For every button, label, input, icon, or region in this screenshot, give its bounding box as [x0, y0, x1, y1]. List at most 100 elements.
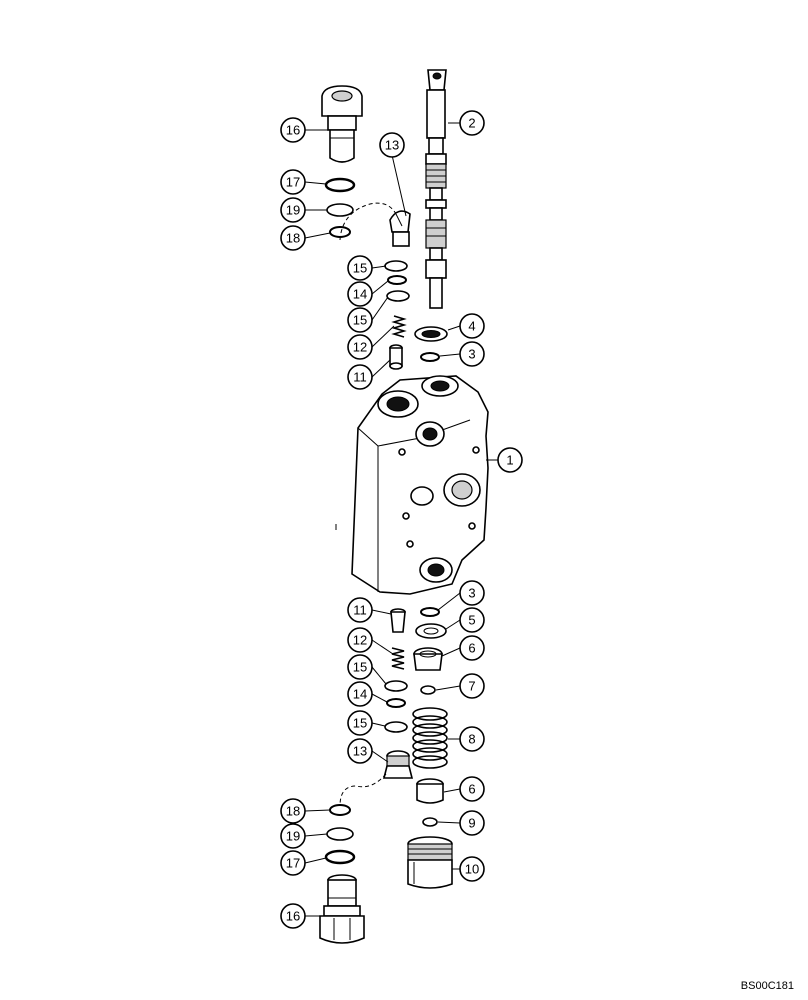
- spring-seat-part-6-lower: [416, 778, 444, 804]
- callout-14-lower: 14: [347, 681, 373, 707]
- callout-18-upper: 18: [280, 225, 306, 251]
- ring-part-15-d: [384, 721, 408, 733]
- callout-label: 19: [286, 203, 300, 218]
- callout-label: 19: [286, 829, 300, 844]
- callout-15-lower-a: 15: [347, 654, 373, 680]
- valve-body-part-1: [351, 375, 489, 595]
- callout-19-upper: 19: [280, 197, 306, 223]
- callout-8: 8: [459, 726, 485, 752]
- callout-4: 4: [459, 313, 485, 339]
- dashed-path-lower: [339, 773, 387, 807]
- callout-18-lower: 18: [280, 798, 306, 824]
- callout-15-upper-a: 15: [347, 255, 373, 281]
- drawing-code: BS00C181: [740, 980, 794, 992]
- callout-label: 14: [353, 287, 367, 302]
- callout-9: 9: [459, 810, 485, 836]
- callout-label: 15: [353, 313, 367, 328]
- callout-6-upper: 6: [459, 635, 485, 661]
- callout-15-lower-b: 15: [347, 710, 373, 736]
- callout-15-upper-b: 15: [347, 307, 373, 333]
- callout-14-upper: 14: [347, 281, 373, 307]
- backup-ring-part-19-upper: [326, 203, 354, 217]
- callout-label: 14: [353, 687, 367, 702]
- ring-part-15-b: [386, 290, 410, 302]
- callout-3-upper: 3: [459, 341, 485, 367]
- callout-label: 15: [353, 660, 367, 675]
- callout-label: 17: [286, 856, 300, 871]
- washer-part-9: [422, 817, 438, 827]
- callout-label: 18: [286, 231, 300, 246]
- ring-part-15-a: [384, 260, 408, 272]
- callout-12-upper: 12: [347, 334, 373, 360]
- callout-16-upper: 16: [280, 117, 306, 143]
- callout-label: 11: [353, 370, 367, 385]
- cap-part-10: [407, 836, 453, 889]
- callout-label: 2: [468, 116, 475, 131]
- o-ring-part-17-upper: [324, 177, 356, 193]
- callout-label: 9: [468, 816, 475, 831]
- callout-label: 5: [468, 613, 475, 628]
- callout-label: 18: [286, 804, 300, 819]
- callout-13-lower: 13: [347, 738, 373, 764]
- poppet-part-11-lower: [390, 608, 406, 633]
- callout-label: 8: [468, 732, 475, 747]
- callout-label: 7: [468, 679, 475, 694]
- o-ring-part-17-lower: [324, 849, 356, 865]
- callout-1: 1: [497, 447, 523, 473]
- callout-label: 4: [468, 319, 475, 334]
- callout-5: 5: [459, 607, 485, 633]
- callout-2: 2: [459, 110, 485, 136]
- ring-part-14-b: [386, 698, 406, 708]
- callout-label: 17: [286, 175, 300, 190]
- callout-label: 16: [286, 123, 300, 138]
- spring-part-12-upper: [391, 315, 407, 338]
- callout-11-lower: 11: [347, 597, 373, 623]
- spring-part-12-lower: [391, 647, 405, 670]
- washer-part-5: [415, 623, 447, 639]
- callout-7: 7: [459, 673, 485, 699]
- plug-part-16-lower: [319, 874, 365, 944]
- callout-label: 12: [353, 633, 367, 648]
- callout-label: 3: [468, 586, 475, 601]
- relief-cartridge-part-13-upper: [389, 210, 411, 247]
- callout-label: 15: [353, 716, 367, 731]
- callout-3-lower: 3: [459, 580, 485, 606]
- callout-label: 13: [385, 138, 399, 153]
- o-ring-part-18-upper: [329, 226, 351, 238]
- callout-label: 10: [465, 862, 479, 877]
- seal-part-4: [414, 326, 448, 342]
- callout-11-upper: 11: [347, 364, 373, 390]
- retainer-part-7: [420, 685, 436, 695]
- callout-16-lower: 16: [280, 903, 306, 929]
- ring-part-15-c: [384, 680, 408, 692]
- callout-13-upper: 13: [379, 132, 405, 158]
- o-ring-part-3-lower: [420, 607, 440, 617]
- callout-label: 1: [506, 453, 513, 468]
- callout-10: 10: [459, 856, 485, 882]
- ring-part-14-a: [387, 275, 407, 285]
- centering-spring-part-8: [412, 707, 448, 769]
- dashed-path-upper: [339, 202, 397, 241]
- callout-19-lower: 19: [280, 823, 306, 849]
- plug-part-16-upper: [321, 85, 363, 163]
- poppet-part-11-upper: [389, 344, 403, 370]
- callout-label: 13: [353, 744, 367, 759]
- callout-6-lower: 6: [459, 776, 485, 802]
- o-ring-part-3-upper: [420, 352, 440, 362]
- callout-12-lower: 12: [347, 627, 373, 653]
- callout-label: 12: [353, 340, 367, 355]
- callout-label: 3: [468, 347, 475, 362]
- callout-label: 15: [353, 261, 367, 276]
- backup-ring-part-19-lower: [326, 827, 354, 841]
- callout-label: 6: [468, 782, 475, 797]
- relief-cartridge-part-13-lower: [382, 750, 414, 779]
- callout-label: 11: [353, 603, 367, 618]
- spool-part: [425, 69, 447, 309]
- callout-label: 16: [286, 909, 300, 924]
- callout-label: 6: [468, 641, 475, 656]
- leader-lines: [304, 122, 498, 917]
- callout-17-lower: 17: [280, 850, 306, 876]
- callout-17-upper: 17: [280, 169, 306, 195]
- o-ring-part-18-lower: [329, 804, 351, 816]
